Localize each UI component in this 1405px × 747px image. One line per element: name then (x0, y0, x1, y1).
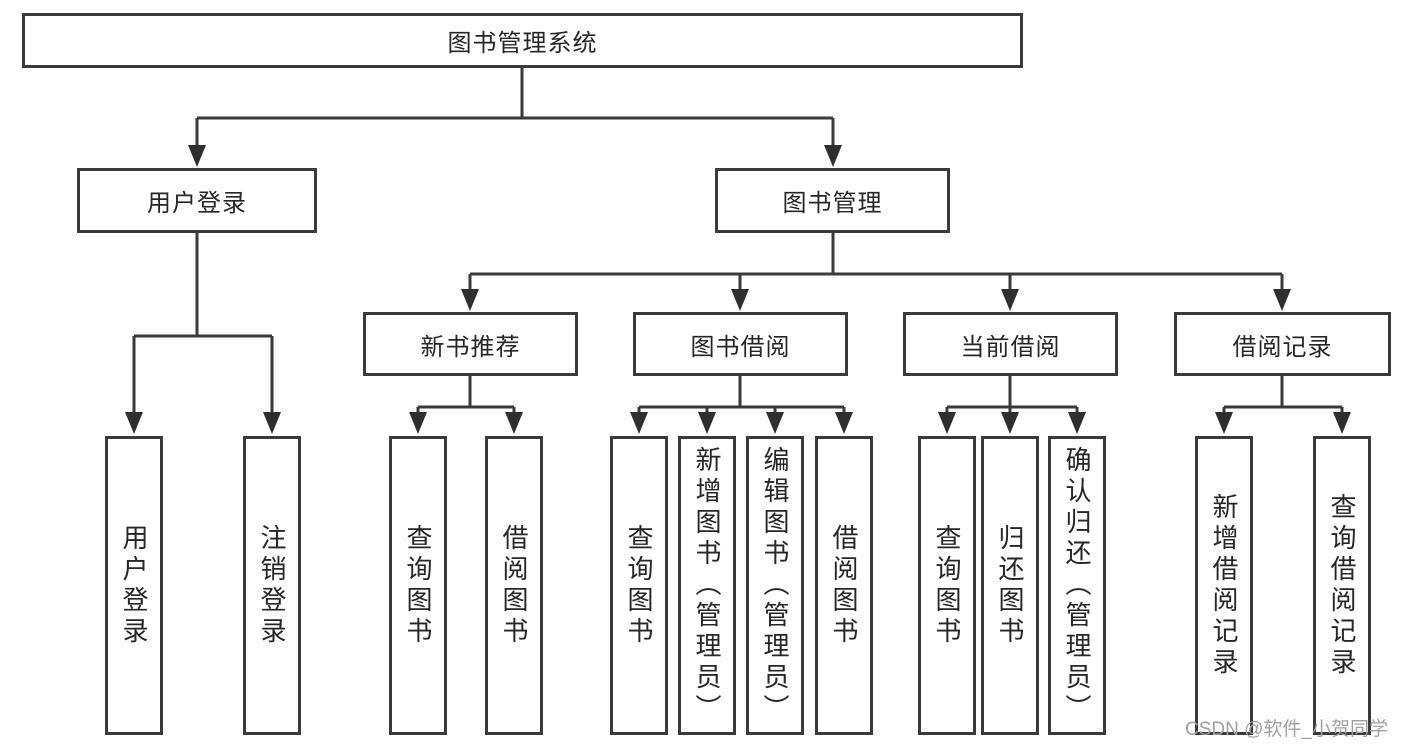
leaf-edit-book-admin: 编辑图书（管理员） (746, 436, 804, 735)
leaf-add-borrow-record: 新增借阅记录 (1195, 436, 1253, 735)
node-current-borrowing: 当前借阅 (903, 312, 1118, 376)
arrowheads (125, 145, 1351, 434)
leaf-user-login: 用户登录 (105, 436, 163, 735)
leaf-add-book-admin: 新增图书（管理员） (678, 436, 736, 735)
watermark: CSDN @软件_小贺同学 (1185, 719, 1388, 740)
leaf-query-books-current: 查询图书 (918, 436, 976, 735)
node-label: 图书管理 (782, 190, 883, 217)
leaf-query-books-recommend: 查询图书 (389, 436, 447, 735)
leaf-borrow-books-recommend: 借阅图书 (485, 436, 543, 735)
leaf-borrow-books-borrowing: 借阅图书 (815, 436, 873, 735)
node-label: 新书推荐 (420, 333, 521, 361)
node-book-borrowing: 图书借阅 (633, 312, 848, 376)
leaf-return-book: 归还图书 (981, 436, 1039, 735)
leaf-query-books-borrowing: 查询图书 (610, 436, 668, 735)
node-new-book-recommend: 新书推荐 (363, 312, 578, 376)
node-borrowing-records: 借阅记录 (1174, 312, 1391, 376)
leaf-query-borrow-record: 查询借阅记录 (1313, 436, 1371, 735)
leaf-logout-login: 注销登录 (243, 436, 301, 735)
node-user-login: 用户登录 (77, 168, 317, 233)
node-book-management: 图书管理 (715, 168, 950, 233)
node-label: 当前借阅 (960, 333, 1061, 361)
node-library-management-system: 图书管理系统 (22, 13, 1023, 68)
leaf-confirm-return-admin: 确认归还（管理员） (1048, 436, 1106, 735)
node-label: 图书管理系统 (447, 30, 598, 57)
node-label: 用户登录 (147, 190, 247, 217)
node-label: 图书借阅 (690, 333, 791, 361)
node-label: 借阅记录 (1232, 333, 1333, 361)
